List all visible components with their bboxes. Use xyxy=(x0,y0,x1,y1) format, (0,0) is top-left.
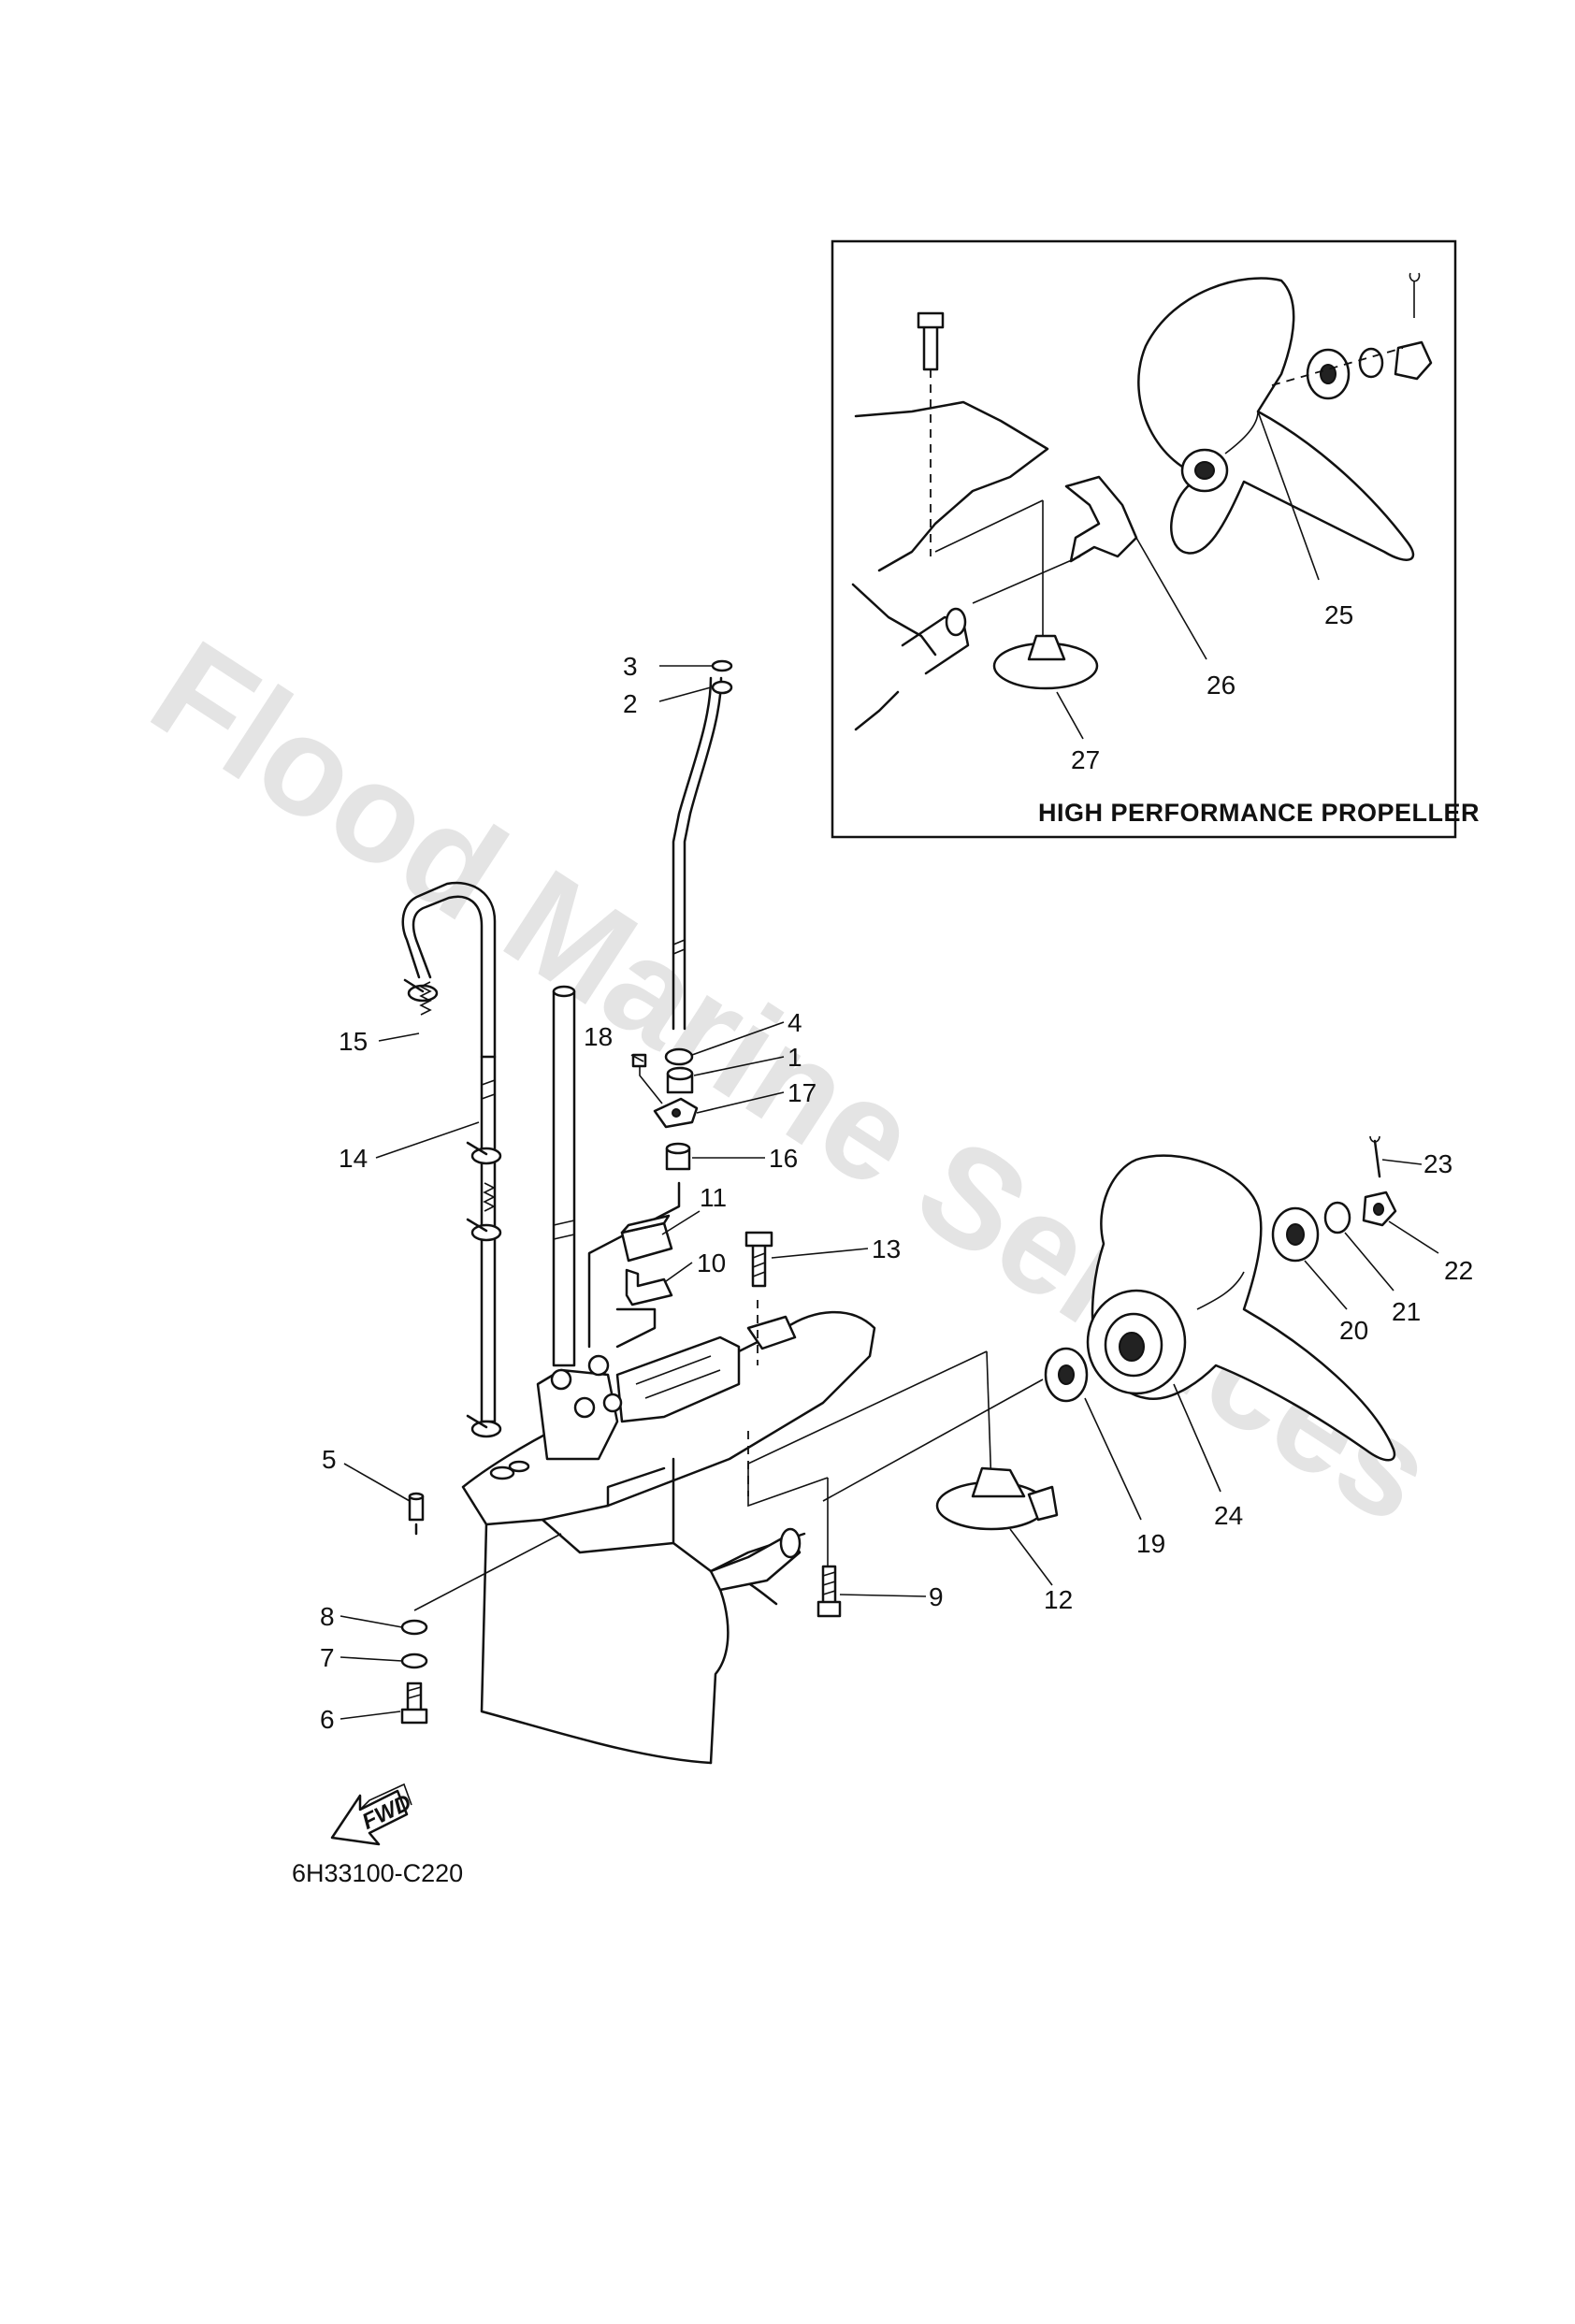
callout-5: 5 xyxy=(322,1445,337,1474)
lower-unit-casing xyxy=(461,1310,876,1765)
callout-22: 22 xyxy=(1444,1256,1473,1285)
callout-26: 26 xyxy=(1207,671,1235,700)
callout-9: 9 xyxy=(929,1582,944,1611)
callout-3: 3 xyxy=(623,652,638,681)
callout-20: 20 xyxy=(1339,1316,1368,1345)
callout-11: 11 xyxy=(700,1183,727,1212)
callout-13: 13 xyxy=(872,1234,901,1263)
callout-7: 7 xyxy=(320,1643,335,1672)
callout-14: 14 xyxy=(339,1144,368,1173)
drawing-code: 6H33100-C220 xyxy=(292,1859,463,1887)
callout-15: 15 xyxy=(339,1027,368,1056)
propeller-parts-main xyxy=(747,1135,1397,1618)
callout-23: 23 xyxy=(1423,1149,1452,1178)
leader-lines xyxy=(340,665,1439,1720)
callout-4: 4 xyxy=(788,1008,802,1037)
callout-12: 12 xyxy=(1044,1585,1073,1614)
callout-6: 6 xyxy=(320,1705,335,1734)
callout-8: 8 xyxy=(320,1602,335,1631)
fwd-arrow: FWD xyxy=(330,1783,415,1846)
callout-17: 17 xyxy=(788,1078,816,1107)
fastener-parts-left xyxy=(400,1492,562,1725)
callout-2: 2 xyxy=(623,689,638,718)
callout-24: 24 xyxy=(1214,1501,1243,1530)
callout-19: 19 xyxy=(1136,1529,1165,1558)
callout-16: 16 xyxy=(769,1144,798,1173)
callout-1: 1 xyxy=(788,1043,802,1072)
callout-18: 18 xyxy=(584,1022,613,1051)
callout-labels: 3 2 4 1 17 16 18 11 10 13 15 14 5 8 7 6 … xyxy=(320,652,1473,1734)
callout-21: 21 xyxy=(1392,1297,1421,1326)
callout-27: 27 xyxy=(1071,745,1100,774)
shaft-and-tubes xyxy=(401,659,773,1438)
inset-high-performance-propeller: 25 26 27 HIGH PERFORMANCE PROPELLER xyxy=(831,239,1480,839)
inset-caption: HIGH PERFORMANCE PROPELLER xyxy=(1038,799,1480,827)
callout-10: 10 xyxy=(697,1249,726,1277)
callout-25: 25 xyxy=(1324,600,1353,629)
